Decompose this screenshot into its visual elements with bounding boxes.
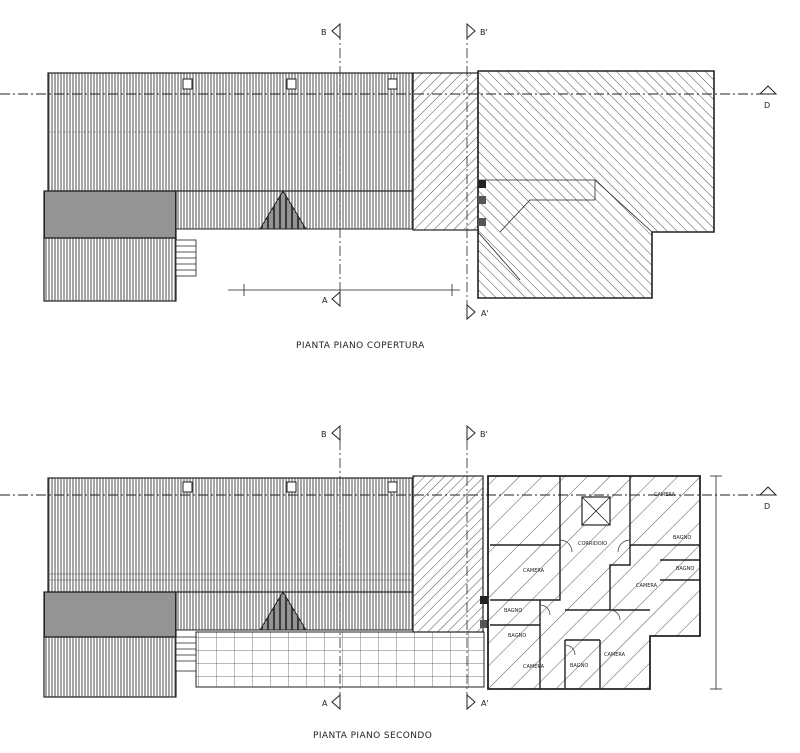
section-marker-a bbox=[331, 693, 341, 711]
section-marker-b-label: B bbox=[321, 430, 327, 439]
section-marker-b bbox=[331, 22, 341, 40]
roof-left-block-lower bbox=[43, 237, 177, 302]
second-left-block-lower bbox=[43, 636, 177, 698]
room-label-camera: CAMERA bbox=[523, 568, 545, 574]
stair bbox=[175, 636, 197, 672]
plan-title-second-floor: PIANTA PIANO SECONDO bbox=[313, 731, 433, 741]
second-floor-plan: CAMERA CAMERA CAMERA CAMERA CAMERA BAGNO… bbox=[0, 424, 778, 711]
skylight bbox=[286, 78, 297, 90]
roof-middle-strip bbox=[412, 72, 479, 231]
section-marker-a bbox=[331, 290, 341, 308]
skylight bbox=[182, 78, 193, 90]
section-marker-a-label: A bbox=[322, 699, 328, 708]
room-label-camera: CAMERA bbox=[654, 492, 676, 498]
section-marker-b-prime-label: B' bbox=[480, 28, 488, 37]
room-label-bagno: BAGNO bbox=[570, 663, 588, 669]
section-marker-a-prime-label: A' bbox=[481, 699, 489, 708]
section-marker-a-prime bbox=[466, 693, 476, 711]
stair bbox=[175, 239, 197, 277]
roof-pyramid bbox=[259, 190, 307, 230]
roof-plan: B B' A A' D bbox=[0, 22, 778, 321]
section-marker-a-prime-label: A' bbox=[481, 309, 489, 318]
section-marker-b-prime-label: B' bbox=[480, 430, 488, 439]
room-label-camera: CAMERA bbox=[523, 664, 545, 670]
interior-walls bbox=[490, 476, 700, 689]
section-marker-a-prime bbox=[466, 303, 476, 321]
room-label-camera: CAMERA bbox=[604, 652, 626, 658]
section-marker-a-label: A bbox=[322, 296, 328, 305]
room-label-camera: CAMERA bbox=[636, 583, 658, 589]
section-marker-d-label: D bbox=[764, 502, 770, 511]
section-marker-b-prime bbox=[466, 424, 476, 442]
room-label-bagno: BAGNO bbox=[504, 608, 522, 614]
room-label-corridoio: CORRIDOIO bbox=[578, 541, 607, 547]
second-main-slab bbox=[47, 477, 414, 593]
section-marker-b-label: B bbox=[321, 28, 327, 37]
section-marker-b bbox=[331, 424, 341, 442]
second-pyramid bbox=[259, 591, 307, 631]
skylight bbox=[286, 481, 297, 493]
second-left-block-upper bbox=[43, 591, 177, 638]
section-marker-b-prime bbox=[466, 22, 476, 40]
section-marker-d bbox=[758, 85, 778, 95]
section-marker-d-label: D bbox=[764, 101, 770, 110]
roof-right-section bbox=[477, 70, 715, 299]
plan-title-roof: PIANTA PIANO COPERTURA bbox=[296, 341, 425, 351]
section-marker-d bbox=[758, 486, 778, 496]
roof-left-block-upper bbox=[43, 190, 177, 239]
skylight bbox=[387, 481, 398, 493]
room-label-bagno: BAGNO bbox=[508, 633, 526, 639]
room-label-bagno: BAGNO bbox=[673, 535, 691, 541]
second-middle-strip bbox=[412, 475, 484, 633]
skylight bbox=[387, 78, 398, 90]
room-label-bagno: BAGNO bbox=[676, 566, 694, 572]
apartment-outline bbox=[487, 475, 701, 690]
skylight bbox=[182, 481, 193, 493]
